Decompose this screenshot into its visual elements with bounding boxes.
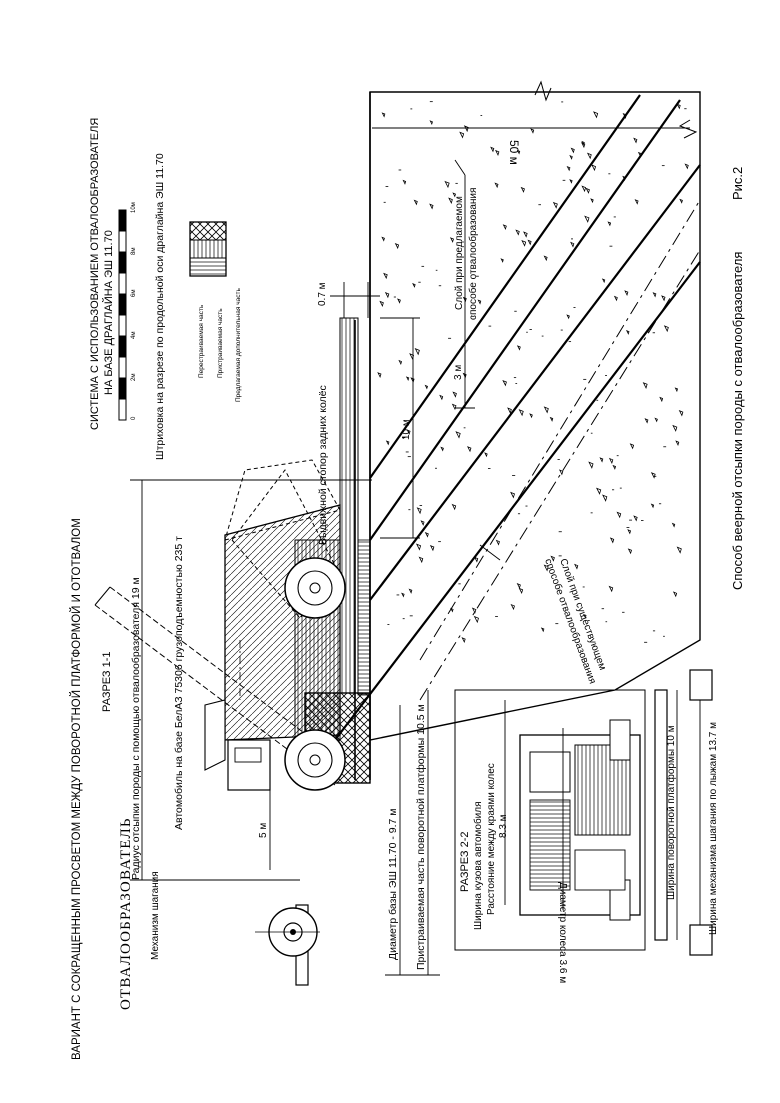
- body-width-label: Ширина кузова автомобиля: [472, 801, 484, 930]
- scale-tick-8: 8м: [131, 248, 137, 255]
- dim-8-3m: 8.3 м: [498, 814, 509, 838]
- legend-item-3: Предлагаемая дополнительная часть: [235, 288, 242, 402]
- dim-3m: 3 м: [453, 365, 464, 380]
- scale-tick-0: 0: [131, 416, 137, 420]
- platform-width-label: Ширина поворотной платформы 10 м: [665, 725, 677, 900]
- system-title-line1: СИСТЕМА С ИСПОЛЬЗОВАНИЕМ ОТВАЛООБРАЗОВАТ…: [89, 118, 101, 430]
- wheel-spacing-label: Расстояние между краями колес: [486, 763, 497, 915]
- caption: Способ веерной отсыпки породы с отвалооб…: [730, 252, 745, 590]
- figure-number: Рис.2: [730, 167, 745, 200]
- system-title-line2: НА БАЗЕ ДРАГЛАЙНА ЭШ 11.70: [102, 230, 115, 395]
- legend-item-2: Пристраиваемая часть: [217, 308, 224, 378]
- dim-10m: 10 м: [401, 419, 412, 440]
- hatch-note: Штриховка на разрезе по продольной оси д…: [154, 153, 166, 460]
- dim-0-7m: 0.7 м: [317, 282, 328, 306]
- scale-tick-4: 4м: [131, 332, 137, 339]
- base-diameter-label: Диаметр базы ЭШ 11.70 - 9.7 м: [387, 808, 399, 960]
- section-2-2-title: РАЗРЕЗ 2-2: [459, 832, 471, 893]
- stopper-label: Выдвижной стопор задних колёс: [317, 385, 329, 545]
- section-1-1-title: РАЗРЕЗ 1-1: [101, 652, 113, 713]
- proposed-layer-line1: Слой при предлагаемом: [454, 196, 465, 310]
- scale-tick-10: 10м: [131, 202, 137, 213]
- truck-label: Автомобиль на базе БелАЗ 75306 грузоподъ…: [173, 536, 185, 830]
- hatch-legend: [190, 222, 226, 276]
- front-wheel: [285, 730, 345, 790]
- platform-attach-label: Пристраиваемая часть поворотной платформ…: [415, 704, 427, 970]
- scale-tick-6: 6м: [131, 290, 137, 297]
- legend-item-1: Перестраиваемая часть: [198, 304, 205, 378]
- wheel-diameter-label: Диаметр колеса 3.6 м: [557, 882, 568, 983]
- walk-width-label: Ширина механизма шагания по лыжам 13.7 м: [708, 722, 719, 935]
- scale-tick-2: 2м: [131, 374, 137, 381]
- stacker-label: ОТВАЛООБРАЗОВАТЕЛЬ: [118, 817, 134, 1010]
- dim-5m: 5 м: [258, 823, 269, 838]
- proposed-layer-line2: способе отвалообразования: [467, 188, 479, 320]
- main-heading: ВАРИАНТ С СОКРАЩЕННЫМ ПРОСВЕТОМ МЕЖДУ ПО…: [70, 518, 83, 1060]
- dump-ground: [370, 82, 700, 740]
- rear-wheel: [285, 558, 345, 618]
- scale-bar: [119, 210, 126, 420]
- walking-mechanism: [255, 905, 320, 985]
- dim-50m: 50 м: [507, 140, 521, 165]
- walking-mechanism-label: Механизм шагания: [150, 871, 161, 960]
